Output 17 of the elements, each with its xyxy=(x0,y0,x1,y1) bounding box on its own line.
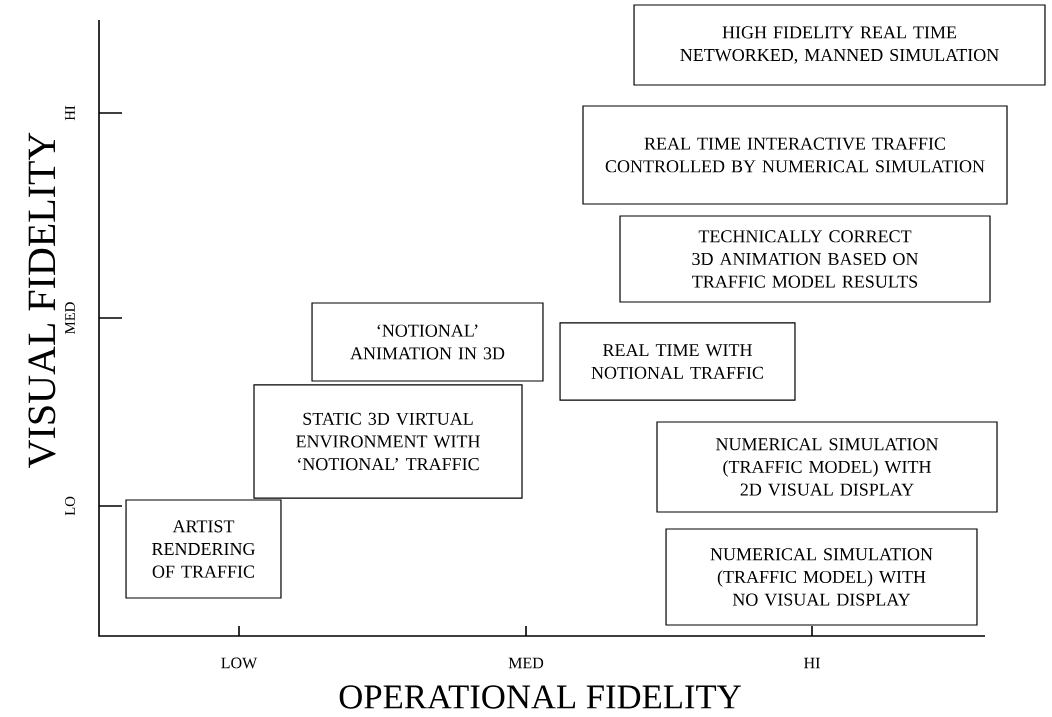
tick-label: MED xyxy=(65,302,75,334)
tick-label: HI xyxy=(804,657,820,669)
tick-label: HI xyxy=(65,105,75,121)
text-box: REAL TIME WITH NOTIONAL TRAFFIC xyxy=(559,322,796,401)
text-box: ‘NOTIONAL’ ANIMATION IN 3D xyxy=(311,302,544,382)
text-box: TECHNICALLY CORRECT 3D ANIMATION BASED ON TRAFFIC MODEL RESULTS xyxy=(619,215,991,303)
axis-title: OPERATIONAL FIDELITY xyxy=(339,685,741,709)
axis-title: VISUAL FIDELITY xyxy=(28,132,56,468)
tick-label: LO xyxy=(65,496,75,516)
tick-label: LOW xyxy=(221,657,258,669)
text-box: NUMERICAL SIMULATION (TRAFFIC MODEL) WITH 2D VISUAL DISPLAY xyxy=(656,421,998,513)
text-box: ARTIST RENDERING OF TRAFFIC xyxy=(125,499,282,599)
text-box: NUMERICAL SIMULATION (TRAFFIC MODEL) WITH NO VISUAL DISPLAY xyxy=(665,528,978,626)
tick-label: MED xyxy=(508,657,544,669)
text-box: REAL TIME INTERACTIVE TRAFFIC CONTROLLED BY NUMERICAL SIMULATION xyxy=(582,105,1008,205)
text-box: HIGH FIDELITY REAL TIME NETWORKED, MANNED SIMULATION xyxy=(633,4,1046,86)
text-box: STATIC 3D VIRTUAL ENVIRONMENT WITH ‘NOTIONAL’ TRAFFIC xyxy=(253,384,523,499)
